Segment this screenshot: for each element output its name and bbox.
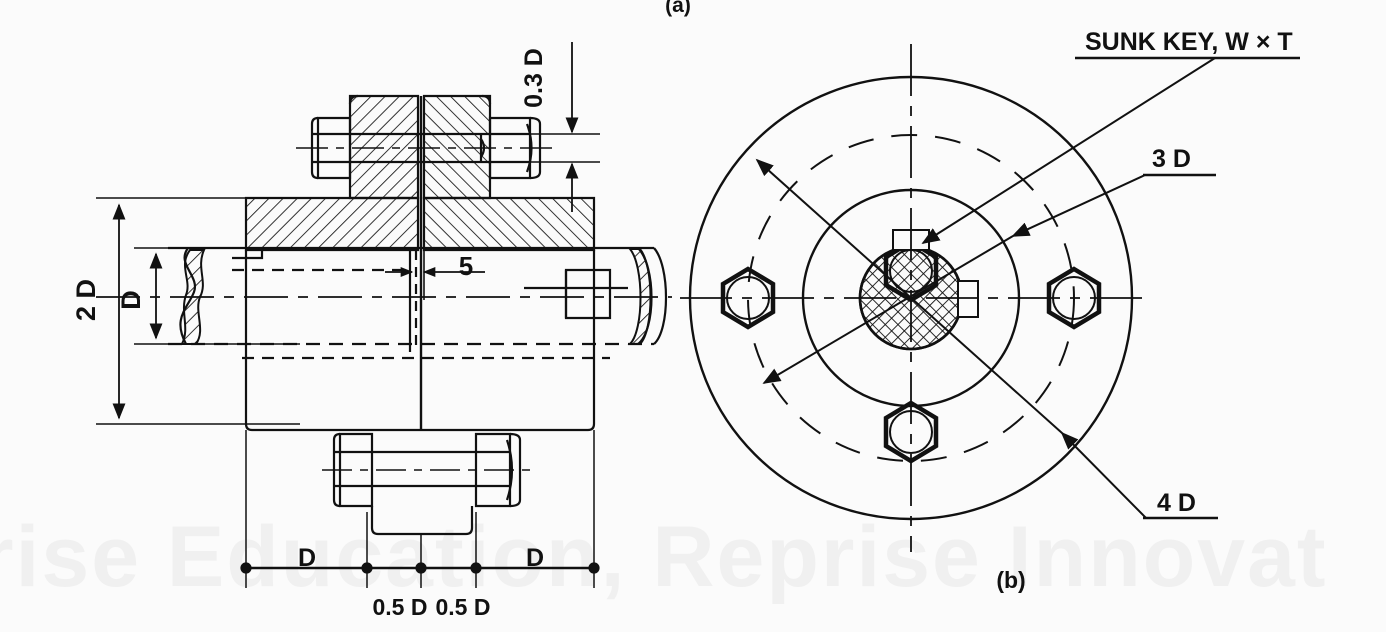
view-a-front-section	[96, 42, 672, 588]
flange-left-sectioned	[244, 196, 420, 252]
label-dimension-03D: 0.3 D	[520, 48, 548, 108]
bottom-dimension-chain	[240, 430, 600, 588]
hub-boss-left	[348, 94, 420, 200]
hub-left	[244, 250, 423, 432]
label-fig-b: (b)	[996, 567, 1025, 593]
hub-right	[423, 250, 596, 432]
shaft-outline	[168, 246, 668, 346]
dimension-03D	[490, 42, 600, 212]
label-dimension-D-left: D	[298, 544, 316, 572]
label-dimension-D-shaft: D	[116, 290, 146, 310]
shaft-section-hatch-right	[627, 248, 652, 345]
view-b-side	[680, 44, 1300, 552]
label-leader-4D: 4 D	[1157, 489, 1196, 517]
key-visible-edges	[232, 250, 628, 352]
label-dimension-05D-left: 0.5 D	[373, 594, 428, 620]
bottom-bolt-assembly	[322, 432, 536, 536]
dimension-D-shaft	[134, 247, 300, 345]
dimension-2D	[96, 197, 300, 425]
leader-sunk-key	[921, 56, 1300, 244]
label-dimension-2D: 2 D	[71, 279, 101, 321]
label-leader-sunk-key: SUNK KEY, W × T	[1085, 28, 1293, 56]
label-dimension-05D-right: 0.5 D	[436, 594, 491, 620]
key-and-hidden-lines	[232, 268, 610, 360]
sunk-key-right	[957, 280, 979, 318]
leader-4D	[755, 158, 1218, 520]
label-dimension-5: 5	[459, 251, 473, 281]
dimension-5	[385, 250, 485, 300]
flange-right-sectioned	[422, 196, 596, 252]
label-leader-3D: 3 D	[1152, 145, 1191, 173]
label-dimension-D-right: D	[526, 544, 544, 572]
label-fig-a: (a)	[665, 0, 691, 17]
leader-3D	[762, 173, 1216, 384]
boss-corner-left	[348, 94, 359, 105]
hub-boss-right	[422, 94, 492, 200]
boss-corner-right	[481, 94, 492, 105]
